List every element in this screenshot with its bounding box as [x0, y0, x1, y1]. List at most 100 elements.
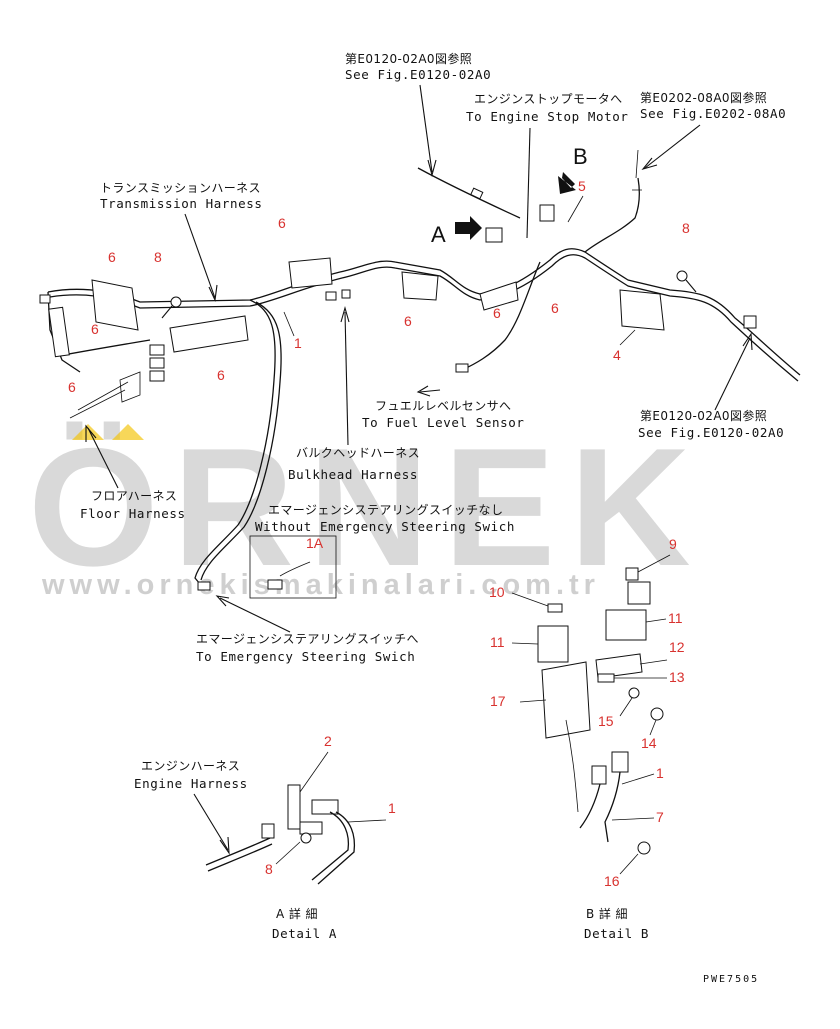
watermark-accent-right	[112, 424, 144, 440]
part-num-6-c: 6	[91, 321, 99, 337]
detail-a-connector-3	[299, 821, 323, 835]
detail-b-part-11-right	[605, 609, 647, 641]
detail-b: 9 10 11 11 12 13 17 15 14 1 7 16 B 詳 細 D…	[489, 536, 685, 941]
stop-motor-en: To Engine Stop Motor	[466, 109, 629, 124]
ref-right-mid-leader	[714, 337, 751, 411]
view-b-arrow	[558, 172, 576, 194]
clip-left-top	[39, 294, 51, 304]
detail-b-part-14	[650, 707, 664, 721]
detail-b-num-1: 1	[656, 765, 664, 781]
detail-b-leader-17	[519, 699, 547, 703]
trans-harness-leader	[184, 213, 216, 299]
ref-right-top-jp: 第E0202-08A0図参照	[640, 90, 767, 105]
engine-harness-jp: エンジンハーネス	[141, 759, 240, 773]
fuel-sensor-connector	[455, 363, 469, 373]
fuel-sensor-arrow	[416, 385, 431, 397]
detail-a-harness-outline	[317, 811, 356, 885]
part-num-4: 4	[613, 347, 621, 363]
without-emergency-en: Without Emergency Steering Swich	[255, 519, 515, 534]
harness-main-trunk	[47, 248, 801, 376]
detail-b-num-9: 9	[669, 536, 677, 552]
sheet-part6-e	[479, 281, 519, 311]
stop-motor-bracket	[539, 204, 555, 222]
main-harness-assembly	[39, 149, 801, 591]
detail-b-leader-14	[649, 719, 657, 736]
detail-a-connector-2	[311, 799, 339, 815]
detail-a-connector-1	[261, 823, 275, 839]
clamp-2	[341, 289, 351, 299]
view-a-marker: A	[431, 222, 446, 247]
detail-b-part-15	[628, 687, 640, 699]
emergency-connector	[197, 581, 211, 591]
part-num-6-e: 6	[217, 367, 225, 383]
without-emergency-wire	[279, 561, 311, 577]
floor-harness-arrow	[85, 424, 97, 442]
bolt-part8-right	[676, 270, 697, 293]
detail-b-lead	[565, 719, 579, 813]
fuel-sensor-jp: フュエルレベルセンサへ	[375, 399, 511, 413]
detail-b-plug-1	[591, 765, 607, 785]
harness-stop-motor-branch	[584, 177, 640, 253]
trans-harness-jp: トランスミッションハーネス	[100, 181, 261, 195]
part-num-6-d: 6	[68, 379, 76, 395]
stop-motor-leader	[526, 127, 531, 239]
floor-connector-3	[149, 370, 165, 382]
detail-a-leader-2	[299, 751, 329, 793]
detail-b-num-13: 13	[669, 669, 685, 685]
drawing-code: PWE7505	[703, 974, 759, 985]
detail-b-num-16: 16	[604, 873, 620, 889]
bulkhead-arrow	[340, 305, 350, 323]
bolt-part8-left	[161, 296, 182, 319]
sheet-part4	[619, 289, 665, 331]
detail-b-leader-11-right	[645, 618, 667, 623]
floor-harness-en: Floor Harness	[80, 506, 186, 521]
harness-main-trunk-outline	[49, 254, 799, 382]
floor-harness-lead	[69, 371, 141, 419]
part-num-5: 5	[578, 178, 586, 194]
harness-bulkhead-drop	[194, 299, 276, 591]
detail-b-harness-1	[579, 783, 601, 829]
detail-b-part-11-top	[627, 581, 651, 605]
right-end-connector	[743, 315, 757, 329]
ref-right-top-arrow	[641, 157, 658, 171]
part-num-6-b: 6	[278, 215, 286, 231]
without-emergency-box	[249, 535, 337, 599]
detail-b-num-7: 7	[656, 809, 664, 825]
detail-b-num-12: 12	[669, 639, 685, 655]
trans-harness-en: Transmission Harness	[100, 196, 263, 211]
to-emergency-jp: エマージェンシステアリングスイッチへ	[196, 632, 419, 646]
detail-b-num-11-left: 11	[490, 634, 505, 650]
detail-b-plug-2	[611, 751, 629, 773]
floor-connector-2	[149, 357, 165, 369]
to-emergency-arrow	[215, 595, 230, 607]
connector-left-vertical	[48, 306, 70, 358]
part-num-1a: 1A	[306, 535, 324, 551]
detail-b-leader-10	[511, 592, 549, 607]
clamp-1	[325, 291, 337, 301]
detail-b-num-11-right: 11	[668, 610, 683, 626]
stop-motor-jp: エンジンストップモータへ	[474, 92, 623, 106]
detail-b-num-17: 17	[490, 693, 506, 709]
part-num-6-g: 6	[493, 305, 501, 321]
detail-a-bracket	[287, 784, 301, 830]
without-emergency-jp: エマージェンシステアリングスイッチなし	[268, 503, 503, 517]
detail-a-harness	[311, 811, 350, 881]
detail-b-num-15: 15	[598, 713, 614, 729]
wire-top-ref-clip	[470, 187, 484, 200]
detail-a-wire-outline	[207, 843, 273, 872]
detail-b-part-12	[595, 653, 643, 679]
detail-a-wire	[205, 837, 271, 866]
ref-top-arrow	[427, 159, 437, 178]
ref-right-mid-en: See Fig.E0120-02A0	[638, 425, 784, 440]
detail-b-part-10	[547, 603, 563, 613]
watermark: ÖRNEK www.ornekismakinalari.com.tr	[28, 413, 691, 601]
detail-a-leader-1	[347, 819, 387, 823]
ref-right-mid-jp: 第E0120-02A0図参照	[640, 408, 767, 423]
part-num-8-right: 8	[682, 220, 690, 236]
sheet-part6-b	[169, 315, 249, 353]
detail-b-num-10: 10	[489, 584, 505, 600]
ref-right-top-en: See Fig.E0202-08A0	[640, 106, 786, 121]
detail-b-title-en: Detail B	[584, 926, 649, 941]
floor-connector-1	[149, 344, 165, 356]
